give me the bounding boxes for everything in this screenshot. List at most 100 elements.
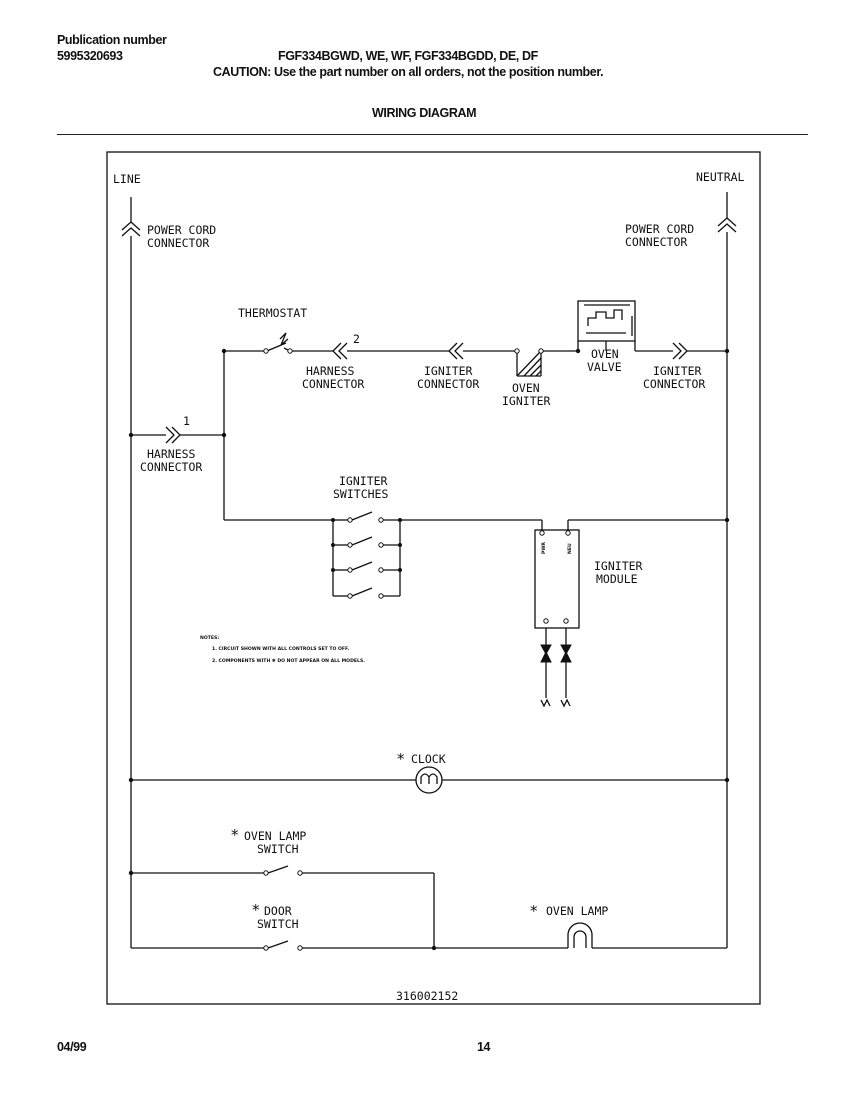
page-title: WIRING DIAGRAM: [372, 106, 477, 120]
spark-electrode-left: [540, 628, 551, 708]
door-switch-line1: DOOR: [264, 904, 292, 918]
oven-lamp-filament: [573, 930, 587, 948]
terminal: [347, 593, 353, 599]
notes-title: NOTES:: [200, 635, 219, 641]
oven-lamp-switch-symbol: [267, 865, 289, 874]
terminal: [378, 517, 384, 523]
igniter-connector-right-line1: IGNITER: [653, 364, 702, 378]
oven-lamp-switch-optional-marker: *: [231, 826, 239, 844]
spark-arrow-right: [560, 650, 572, 663]
junction-dot: [221, 348, 227, 354]
igniter-switch-2: [333, 536, 400, 546]
terminal: [378, 542, 384, 548]
igniter-switch-4: [333, 587, 400, 597]
junction-dot: [128, 870, 134, 876]
junction-dot: [221, 432, 227, 438]
clock-motor-glyph: [420, 773, 438, 784]
neutral-label: NEUTRAL: [696, 170, 745, 184]
line-label: LINE: [113, 172, 141, 186]
harness-connector-left-line2: CONNECTOR: [140, 460, 202, 474]
clock-optional-marker: *: [397, 750, 405, 768]
junction-dot: [331, 568, 335, 572]
oven-lamp-switch-line1: OVEN LAMP: [244, 829, 306, 843]
power-cord-connector-right-symbol: [717, 217, 737, 233]
terminal: [563, 618, 569, 624]
terminal: [287, 348, 293, 354]
spark-arrow-left: [540, 650, 552, 663]
terminal: [263, 348, 269, 354]
igniter-connector-mid-line1: IGNITER: [424, 364, 473, 378]
publication-label: Publication number: [57, 33, 167, 47]
igniter-connector-mid-symbol: [448, 342, 464, 360]
junction-dot: [128, 777, 134, 783]
publication-number: 5995320693: [57, 49, 123, 63]
power-cord-connector-left-line1: POWER CORD: [147, 223, 216, 237]
harness-connector-top-line1: HARNESS: [306, 364, 355, 378]
power-cord-connector-left-line2: CONNECTOR: [147, 236, 209, 250]
harness-connector-top-symbol: [332, 342, 348, 360]
junction-dot: [398, 568, 402, 572]
junction-dot: [575, 348, 581, 354]
igniter-module-symbol: [534, 529, 580, 629]
header-divider: [57, 134, 808, 135]
terminal: [347, 517, 353, 523]
oven-lamp-symbol: [567, 922, 593, 948]
model-numbers: FGF334BGWD, WE, WF, FGF334BGDD, DE, DF: [278, 49, 538, 63]
junction-dot: [331, 518, 335, 522]
harness-connector-left-number: 1: [183, 414, 190, 428]
igniter-connector-right-symbol: [672, 342, 688, 360]
spark-electrode-right: [560, 628, 571, 708]
drawing-number: 316002152: [396, 989, 458, 1003]
thermostat-symbol: [266, 332, 291, 352]
oven-igniter-line2: IGNITER: [502, 394, 551, 408]
oven-valve-line1: OVEN: [591, 347, 619, 361]
terminal: [378, 567, 384, 573]
junction-dot: [128, 432, 134, 438]
note-2: 2. COMPONENTS WITH ✱ DO NOT APPEAR ON AL…: [212, 658, 365, 664]
terminal: [565, 530, 571, 536]
door-switch-optional-marker: *: [252, 901, 260, 919]
terminal: [538, 348, 544, 354]
igniter-module-line1: IGNITER: [594, 559, 643, 573]
terminal: [378, 593, 384, 599]
junction-dot: [724, 348, 730, 354]
igniter-switches-line2: SWITCHES: [333, 487, 388, 501]
junction-dot: [724, 517, 730, 523]
oven-lamp-switch-line2: SWITCH: [257, 842, 299, 856]
clock-label: CLOCK: [411, 752, 446, 766]
oven-igniter-line1: OVEN: [512, 381, 540, 395]
terminal: [297, 945, 303, 951]
terminal: [347, 542, 353, 548]
diagram-border: [106, 151, 761, 1005]
terminal: [543, 618, 549, 624]
igniter-switch-1: [333, 511, 400, 521]
junction-dot: [398, 518, 402, 522]
junction-dot: [431, 945, 437, 951]
junction-dot: [331, 543, 335, 547]
terminal: [297, 870, 303, 876]
power-cord-connector-right-line2: CONNECTOR: [625, 235, 687, 249]
harness-connector-top-number: 2: [353, 332, 360, 346]
junction-dot: [398, 543, 402, 547]
oven-valve-line2: VALVE: [587, 360, 622, 374]
footer-date: 04/99: [57, 1040, 87, 1054]
harness-connector-top-line2: CONNECTOR: [302, 377, 364, 391]
igniter-connector-mid-line2: CONNECTOR: [417, 377, 479, 391]
terminal: [263, 870, 269, 876]
caution-note: CAUTION: Use the part number on all orde…: [213, 65, 604, 79]
junction-dot: [724, 777, 730, 783]
terminal: [514, 348, 520, 354]
igniter-switch-3: [333, 561, 400, 571]
module-pin-pwr: PWR: [541, 542, 547, 554]
door-switch-line2: SWITCH: [257, 917, 299, 931]
terminal: [263, 945, 269, 951]
oven-valve-symbol: [577, 300, 636, 351]
harness-connector-left-line1: HARNESS: [147, 447, 196, 461]
terminal: [347, 567, 353, 573]
igniter-module-line2: MODULE: [596, 572, 638, 586]
power-cord-connector-left-symbol: [121, 221, 141, 237]
spark-arrow-down-left: [540, 644, 552, 656]
spark-arrow-down-right: [560, 644, 572, 656]
oven-lamp-optional-marker: *: [530, 902, 538, 920]
